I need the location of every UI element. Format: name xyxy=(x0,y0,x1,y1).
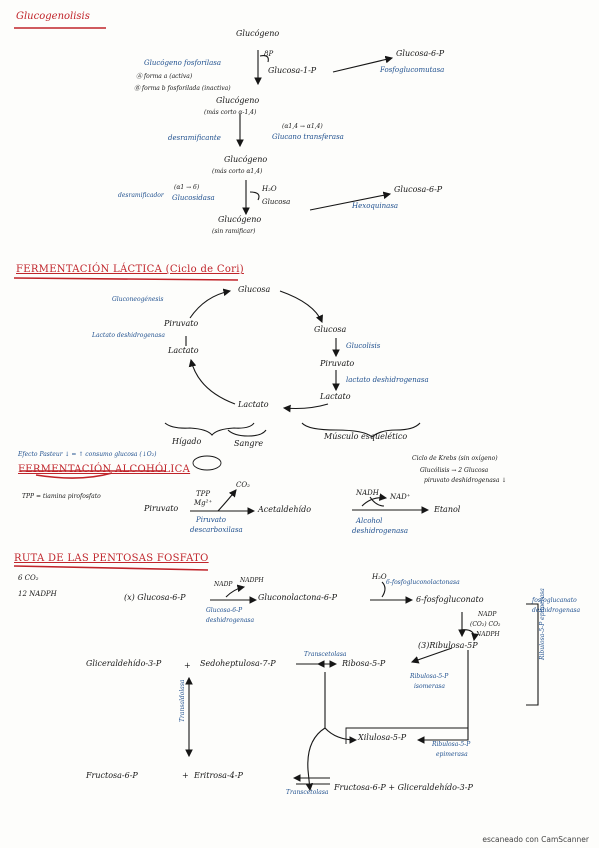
node-glucogeno-4: Glucógeno xyxy=(218,215,262,224)
node-6-fosfogluconato: 6-fosfogluconato xyxy=(416,595,484,604)
note-co2: 6 CO₂ xyxy=(18,574,39,582)
node-lactato-right: Lactato xyxy=(320,392,351,401)
enzyme-glucano-transferasa: Glucano transferasa xyxy=(272,133,344,141)
node-eritrosa-4-p: Eritrosa-4-P xyxy=(194,771,243,780)
node-gluconolactona: Gluconolactona-6-P xyxy=(258,593,338,602)
enzyme-lactonasa: 6-fosfogluconolactonasa xyxy=(386,579,460,586)
enzyme-alcohol: Alcohol xyxy=(356,517,383,525)
label-sangre: Sangre xyxy=(234,439,264,448)
node-fructosa-6-p-left: Fructosa-6-P xyxy=(86,771,138,780)
section-title-fermentacion-alcoholica: FERMENTACIÓN ALCOHÓLICA xyxy=(18,464,191,475)
node-glucosa-right: Glucosa xyxy=(314,325,347,334)
enzyme-isomerasa-1: Ribulosa-5-P xyxy=(410,673,449,680)
enzyme-fosfoglucomutasa: Fosfoglucomutasa xyxy=(380,66,445,74)
node-glucosa: Glucosa xyxy=(262,198,291,206)
node-glucosa-6-p: (x) Glucosa-6-P xyxy=(124,593,186,602)
node-glucogeno-2: Glucógeno xyxy=(216,96,260,105)
plus-2: + xyxy=(182,771,189,780)
note-sin-ramificar: (sin ramificar) xyxy=(212,228,256,235)
node-piruvato-right: Piruvato xyxy=(320,359,355,368)
enzyme-glucosidasa: Glucosidasa xyxy=(172,194,215,202)
cofactor-nadp: NADP xyxy=(214,581,233,588)
enzyme-transcetolasa-2: Transcetolasa xyxy=(286,789,329,796)
enzyme-g6pdh-1: Glucosa-6-P xyxy=(206,607,243,614)
note-alfa-16: (α1 → 6) xyxy=(174,184,200,191)
enzyme-isomerasa-2: isomerasa xyxy=(414,683,445,690)
note-mas-corto: (más corto α-1,4) xyxy=(204,109,257,116)
enzyme-fosfogluconato-dh-2: deshidrogenasa xyxy=(532,607,581,614)
node-lactato-bottom: Lactato xyxy=(238,400,269,409)
enzyme-epimerasa-1: Ribulosa-5-P xyxy=(432,741,471,748)
node-ribosa-5-p: Ribosa-5-P xyxy=(342,659,386,668)
label-higado: Hígado xyxy=(172,437,202,446)
node-piruvato-left: Piruvato xyxy=(164,319,199,328)
cofactor-co2: (CO₂) CO₂ xyxy=(470,621,501,628)
enzyme-deshidrogenasa: deshidrogenasa xyxy=(352,527,409,535)
enzyme-epimerasa-2: epimerasa xyxy=(436,751,468,758)
node-sedoheptulosa-7-p: Sedoheptulosa-7-P xyxy=(200,659,276,668)
label-musculo: Músculo esquelético xyxy=(324,432,408,441)
enzyme-epimerasa-vertical: Ribulosa-5-P epimerasa xyxy=(539,588,546,660)
enzyme-fosfogluconato-dh-1: fosfoglucanato xyxy=(532,597,577,604)
enzyme-transaldolasa: Transaldolasa xyxy=(179,679,186,723)
enzyme-descarboxilasa: descarboxilasa xyxy=(190,526,243,534)
node-glucosa-top: Glucosa xyxy=(238,285,271,294)
node-glucogeno-3: Glucógeno xyxy=(224,155,268,164)
enzyme-lactato-dh-right: lactato deshidrogenasa xyxy=(346,376,429,384)
node-etanol: Etanol xyxy=(434,505,461,514)
cofactor-nad: NAD⁺ xyxy=(390,493,411,501)
note-nadph: 12 NADPH xyxy=(18,590,57,598)
note-ciclo-krebs: Ciclo de Krebs (sin oxígeno) xyxy=(412,455,498,462)
note-efecto-pasteur: Efecto Pasteur ↓ = ↑ consumo glucosa (↓O… xyxy=(18,451,157,458)
node-xilulosa-5-p: Xilulosa-5-P xyxy=(358,733,407,742)
enzyme-desramificante: desramificante xyxy=(168,134,221,142)
note-alfa-14: (α1,4 → α1,4) xyxy=(282,123,323,130)
cofactor-nadph-2: NADPH xyxy=(476,631,500,638)
enzyme-transcetolasa-1: Transcetolasa xyxy=(304,651,347,658)
node-acetaldehido: Acetaldehído xyxy=(258,505,312,514)
scanner-watermark: escaneado con CamScanner xyxy=(482,835,589,844)
cofactor-nadph: NADPH xyxy=(240,577,264,584)
cofactor-nadp-2: NADP xyxy=(478,611,497,618)
cofactor-nadh: NADH xyxy=(356,489,379,497)
node-8p: 8P xyxy=(264,50,274,58)
node-ribulosa-5-p: (3)Ribulosa-5P xyxy=(418,641,478,650)
enzyme-lactato-dh-left: Lactato deshidrogenasa xyxy=(92,332,165,339)
cofactor-tpp: TPP xyxy=(196,490,211,498)
section-title-glucogenolisis: Glucogenolisis xyxy=(16,11,90,22)
node-fructosa-gliceraldehido: Fructosa-6-P + Gliceraldehído-3-P xyxy=(334,783,473,792)
note-tpp: TPP = tiamina pirofosfato xyxy=(22,493,101,500)
plus-1: + xyxy=(184,661,191,670)
section-title-pentosas: RUTA DE LAS PENTOSAS FOSFATO xyxy=(14,553,209,564)
note-forma-b: Ⓑ forma b fosforilada (inactiva) xyxy=(134,85,231,92)
node-co2: CO₂ xyxy=(236,481,250,489)
enzyme-piruvato: Piruvato xyxy=(196,516,226,524)
note-glucolisis: Glucólisis → 2 Glucosa xyxy=(420,467,489,474)
enzyme-desramificador: desramificador xyxy=(118,192,164,199)
note-forma-a: Ⓐ forma a (activa) xyxy=(136,73,193,80)
enzyme-glucolisis: Glucolisis xyxy=(346,342,381,350)
node-glucogeno: Glucógeno xyxy=(236,29,280,38)
enzyme-gluconeogenesis: Gluconeogénesis xyxy=(112,296,164,303)
enzyme-hexoquinasa: Hexoquinasa xyxy=(352,202,399,210)
cofactor-mg: Mg²⁺ xyxy=(194,499,213,507)
enzyme-fosforilasa: Glucógeno fosforilasa xyxy=(144,59,222,67)
note-piruvato-dh: piruvato deshidrogenasa ↓ xyxy=(424,477,507,484)
enzyme-g6pdh-2: deshidrogenasa xyxy=(206,617,255,624)
section-title-fermentacion-lactica: FERMENTACIÓN LÁCTICA (Ciclo de Cori) xyxy=(16,264,244,275)
node-lactato-left: Lactato xyxy=(168,346,199,355)
node-glucosa-6-p-2: Glucosa-6-P xyxy=(394,185,443,194)
node-glucosa-1-p: Glucosa-1-P xyxy=(268,66,317,75)
node-h2o: H₂O xyxy=(262,185,277,193)
node-glucosa-6-p-top: Glucosa-6-P xyxy=(396,49,445,58)
note-mas-corto-2: (más corto α1,4) xyxy=(212,168,263,175)
node-piruvato: Piruvato xyxy=(144,504,179,513)
node-h2o-pentosas: H₂O xyxy=(372,573,387,581)
node-gliceraldehido-3-p: Gliceraldehído-3-P xyxy=(86,659,162,668)
